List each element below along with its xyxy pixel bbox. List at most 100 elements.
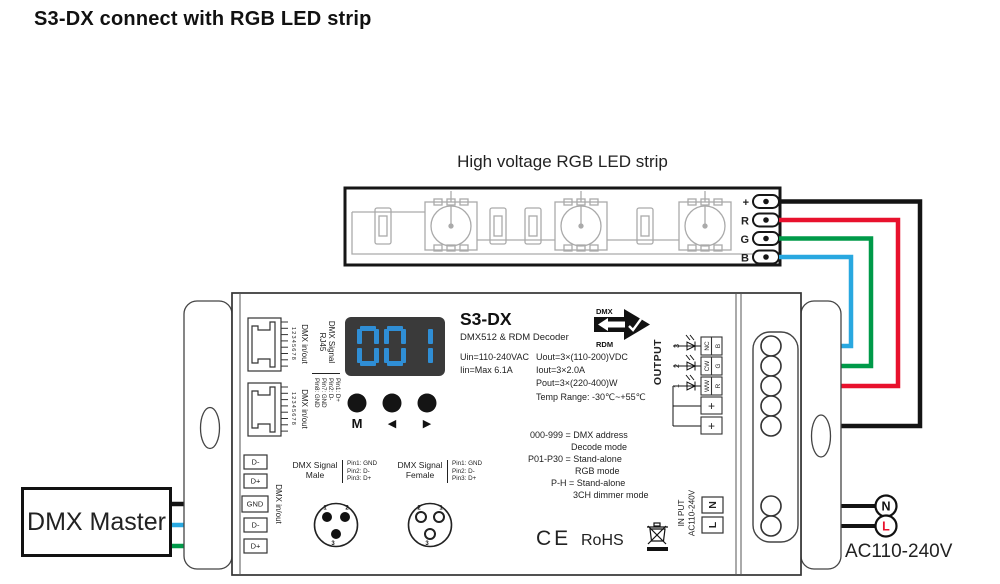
resistor bbox=[374, 207, 392, 245]
plus-terminal-label: + bbox=[708, 399, 715, 413]
mode-line: P-H = Stand-alone bbox=[551, 477, 626, 488]
xlr-pin-line: Pin3: D+ bbox=[347, 475, 372, 483]
resistor bbox=[636, 207, 654, 245]
dmx-terminal-label: D- bbox=[252, 521, 260, 530]
wire-plus-black bbox=[779, 199, 923, 429]
led-strip: + R G B bbox=[343, 186, 782, 267]
xlr-male-pin-map: Pin1: GND Pin2: D- Pin3: D+ bbox=[342, 460, 377, 483]
output-channel-label: R bbox=[715, 383, 722, 388]
xlr-male-pin-number: 2 bbox=[345, 506, 349, 512]
rj45-pin-numbers-top: 12345678 bbox=[290, 327, 296, 361]
output-label: OUTPUT bbox=[652, 339, 664, 385]
rj45-port-label-bottom: DMX in/out bbox=[300, 389, 309, 429]
rgb-led-chip bbox=[678, 198, 732, 252]
dmx-terminal-label: D+ bbox=[251, 542, 261, 551]
xlr-male-title-line1: DMX Signal bbox=[292, 460, 338, 470]
terminal-screws bbox=[760, 335, 782, 537]
specs-right: Uout=3×(110-200)VDC Iout=3×2.0A Pout=3×(… bbox=[536, 351, 646, 404]
neutral-terminal-label: N bbox=[707, 501, 719, 509]
dmx-rdm-logo: DMX RDM bbox=[594, 307, 650, 349]
display-digit bbox=[411, 326, 433, 366]
plus-terminal-label: + bbox=[708, 419, 715, 433]
specs-left: Uin=110-240VAC Iin=Max 6.1A bbox=[460, 351, 529, 377]
dmx-terminal-label: D+ bbox=[251, 477, 261, 486]
ac-voltage-label: AC110-240V bbox=[845, 541, 953, 562]
live-badge: L bbox=[874, 514, 898, 538]
dmx-terminal-label: GND bbox=[247, 500, 264, 509]
rj45-signal-label: DMX Signal RJ45 bbox=[317, 316, 336, 368]
rj45-signal-line2: RJ45 bbox=[318, 332, 327, 352]
strip-terminal-label-plus: + bbox=[743, 197, 749, 209]
next-button-label: ▶ bbox=[422, 418, 432, 430]
seven-segment-display bbox=[345, 317, 445, 376]
xlr-pin-line: Pin1: GND bbox=[347, 460, 378, 467]
dmx-terminal-label: D- bbox=[252, 458, 260, 467]
rj45-port-label-top: DMX in/out bbox=[300, 324, 309, 364]
next-button bbox=[417, 393, 437, 413]
dmx-master-box: DMX Master bbox=[21, 487, 172, 557]
xlr-female-connector bbox=[407, 502, 453, 548]
xlr-female-pin-map: Pin1: GND Pin2: D- Pin3: D+ bbox=[447, 460, 482, 483]
output-alt-label: NC bbox=[704, 341, 711, 351]
neutral-badge-letter: N bbox=[881, 500, 890, 514]
mounting-ear-right bbox=[800, 300, 842, 570]
rj45-pin-numbers-bottom: 12345678 bbox=[290, 392, 296, 426]
strip-terminal-label-b: B bbox=[741, 253, 749, 265]
xlr-female-title-line2: Female bbox=[405, 469, 435, 480]
mode-line: P01-P30 = Stand-alone bbox=[528, 453, 622, 464]
output-terminal-cells bbox=[700, 336, 723, 435]
mode-line: 000-999 = DMX address bbox=[530, 430, 628, 440]
rj45-pin-map-line: Pin7: GND bbox=[320, 378, 327, 408]
rj45-pin-map-line: Pin2: D- bbox=[326, 378, 334, 401]
xlr-male-pin-number: 3 bbox=[331, 541, 335, 547]
page-title: S3-DX connect with RGB LED strip bbox=[34, 8, 372, 30]
mode-line: RGB mode bbox=[575, 465, 620, 476]
live-terminal-label: L bbox=[707, 521, 719, 528]
xlr-male-pin-number: 1 bbox=[323, 506, 327, 512]
rohs-label: RoHS bbox=[581, 532, 624, 549]
resistor bbox=[489, 207, 507, 245]
spec-line: Temp Range: -30℃~+55℃ bbox=[536, 391, 646, 402]
output-channel-label: G bbox=[715, 363, 722, 368]
strip-terminal-label-g: G bbox=[740, 234, 749, 246]
xlr-male-title-line2: Male bbox=[305, 469, 325, 480]
input-voltage-label: AC110-240V bbox=[688, 489, 697, 536]
spec-line: Uout=3×(110-200)VDC bbox=[536, 352, 628, 362]
rj45-jack-bottom bbox=[247, 382, 288, 437]
xlr-pin-line: Pin3: D+ bbox=[452, 475, 477, 483]
mounting-ear-left bbox=[183, 300, 233, 570]
spec-line: Iin=Max 6.1A bbox=[460, 365, 513, 376]
live-badge-letter: L bbox=[882, 520, 890, 534]
mode-button-label: M bbox=[351, 416, 363, 431]
device-type: DMX512 & RDM Decoder bbox=[460, 332, 569, 343]
decoder-device: 12345678 12345678 DMX in/out DMX in/out … bbox=[183, 292, 842, 576]
strip-terminal-label-r: R bbox=[741, 216, 749, 228]
xlr-pin-line: Pin2: D- bbox=[347, 467, 370, 475]
xlr-male-connector bbox=[313, 502, 359, 548]
dmx-terminal-blocks bbox=[241, 454, 269, 554]
channel-led-symbols bbox=[672, 334, 701, 427]
spec-line: Uin=110-240VAC bbox=[460, 352, 529, 362]
spec-line: Pout=3×(220-400)W bbox=[536, 378, 618, 389]
rj45-signal-label-block: DMX Signal RJ45 Pin1: D+ Pin2: D- Pin7: … bbox=[311, 316, 341, 430]
rgb-led-chip bbox=[554, 198, 608, 252]
logo-dmx-text: DMX bbox=[596, 307, 613, 316]
logo-rdm-text: RDM bbox=[596, 340, 613, 349]
output-alt-label: CW bbox=[704, 360, 711, 372]
rj45-signal-line1: DMX Signal bbox=[326, 320, 336, 364]
display-digit bbox=[384, 326, 406, 366]
weee-icon bbox=[647, 522, 668, 551]
xlr-male-title: DMX Signal Male bbox=[287, 460, 343, 480]
modes-list: 000-999 = DMX address Decode mode P01-P3… bbox=[528, 430, 649, 501]
display-digit bbox=[357, 326, 379, 366]
mode-button bbox=[347, 393, 367, 413]
dmx-terminals-group-label: DMX in/out bbox=[274, 484, 283, 524]
input-label: IN PUT bbox=[677, 500, 686, 527]
xlr-female-title: DMX Signal Female bbox=[392, 460, 448, 480]
xlr-pin-line: Pin1: GND bbox=[452, 460, 483, 467]
mode-line: 3CH dimmer mode bbox=[573, 489, 649, 500]
prev-button-label: ◀ bbox=[387, 418, 397, 430]
device-body-edges bbox=[239, 293, 742, 575]
rj45-pin-map: Pin1: D+ Pin2: D- Pin7: GND Pin8: GND bbox=[312, 373, 341, 408]
